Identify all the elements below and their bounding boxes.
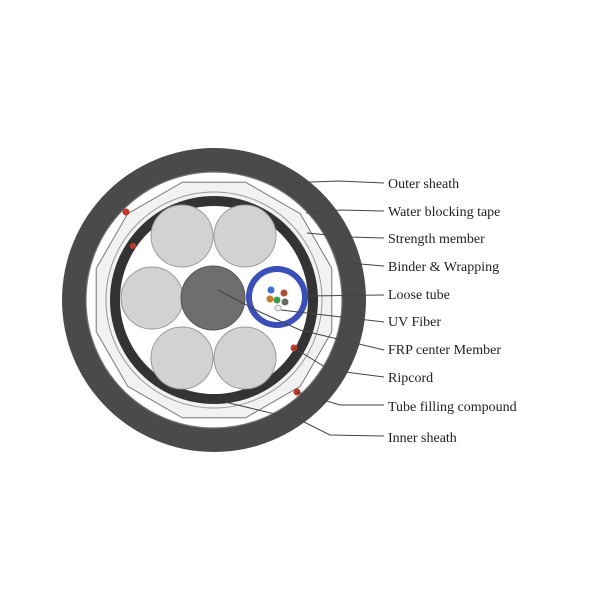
label-uv-fiber: UV Fiber [388,315,441,330]
filler-element-3 [120,266,184,330]
label-binder-wrapping: Binder & Wrapping [388,260,499,275]
filler-element-4 [150,326,214,390]
cable-cross-section [62,148,366,452]
leader-line-uv-fiber [280,309,385,323]
label-strength-member: Strength member [388,232,485,247]
leader-line-frp-center-member [217,289,385,351]
fiber-6 [274,304,282,312]
label-outer-sheath: Outer sheath [388,177,459,192]
fiber-4 [273,296,281,304]
leader-line-strength-member [306,232,385,239]
label-tube-filling-compound: Tube filling compound [388,400,517,415]
leader-line-water-blocking-tape [305,209,385,214]
fiber-3 [266,295,274,303]
leader-line-inner-sheath [224,401,385,437]
fiber-1 [267,286,275,294]
label-water-blocking-tape: Water blocking tape [388,205,500,220]
frp-center-member [180,265,246,331]
leader-line-outer-sheath [285,180,385,184]
filler-element-2 [213,204,277,268]
binder-ring [105,191,323,409]
leader-line-binder-wrapping [336,261,385,267]
filler-element-1 [150,204,214,268]
leader-line-tube-filling-compound [296,391,384,406]
label-loose-tube: Loose tube [388,288,450,303]
fiber-5 [281,298,289,306]
labels: Outer sheath Water blocking tape Strengt… [388,177,517,446]
filler-element-5 [213,326,277,390]
ripcord-2 [130,243,136,249]
leader-line-ripcord [293,347,385,378]
fiber-2 [280,289,288,297]
label-ripcord: Ripcord [388,371,433,386]
ripcord-1 [122,208,130,216]
leader-line-loose-tube [305,294,385,297]
label-inner-sheath: Inner sheath [388,431,457,446]
leader-lines [217,180,385,437]
label-frp-center-member: FRP center Member [388,343,501,358]
